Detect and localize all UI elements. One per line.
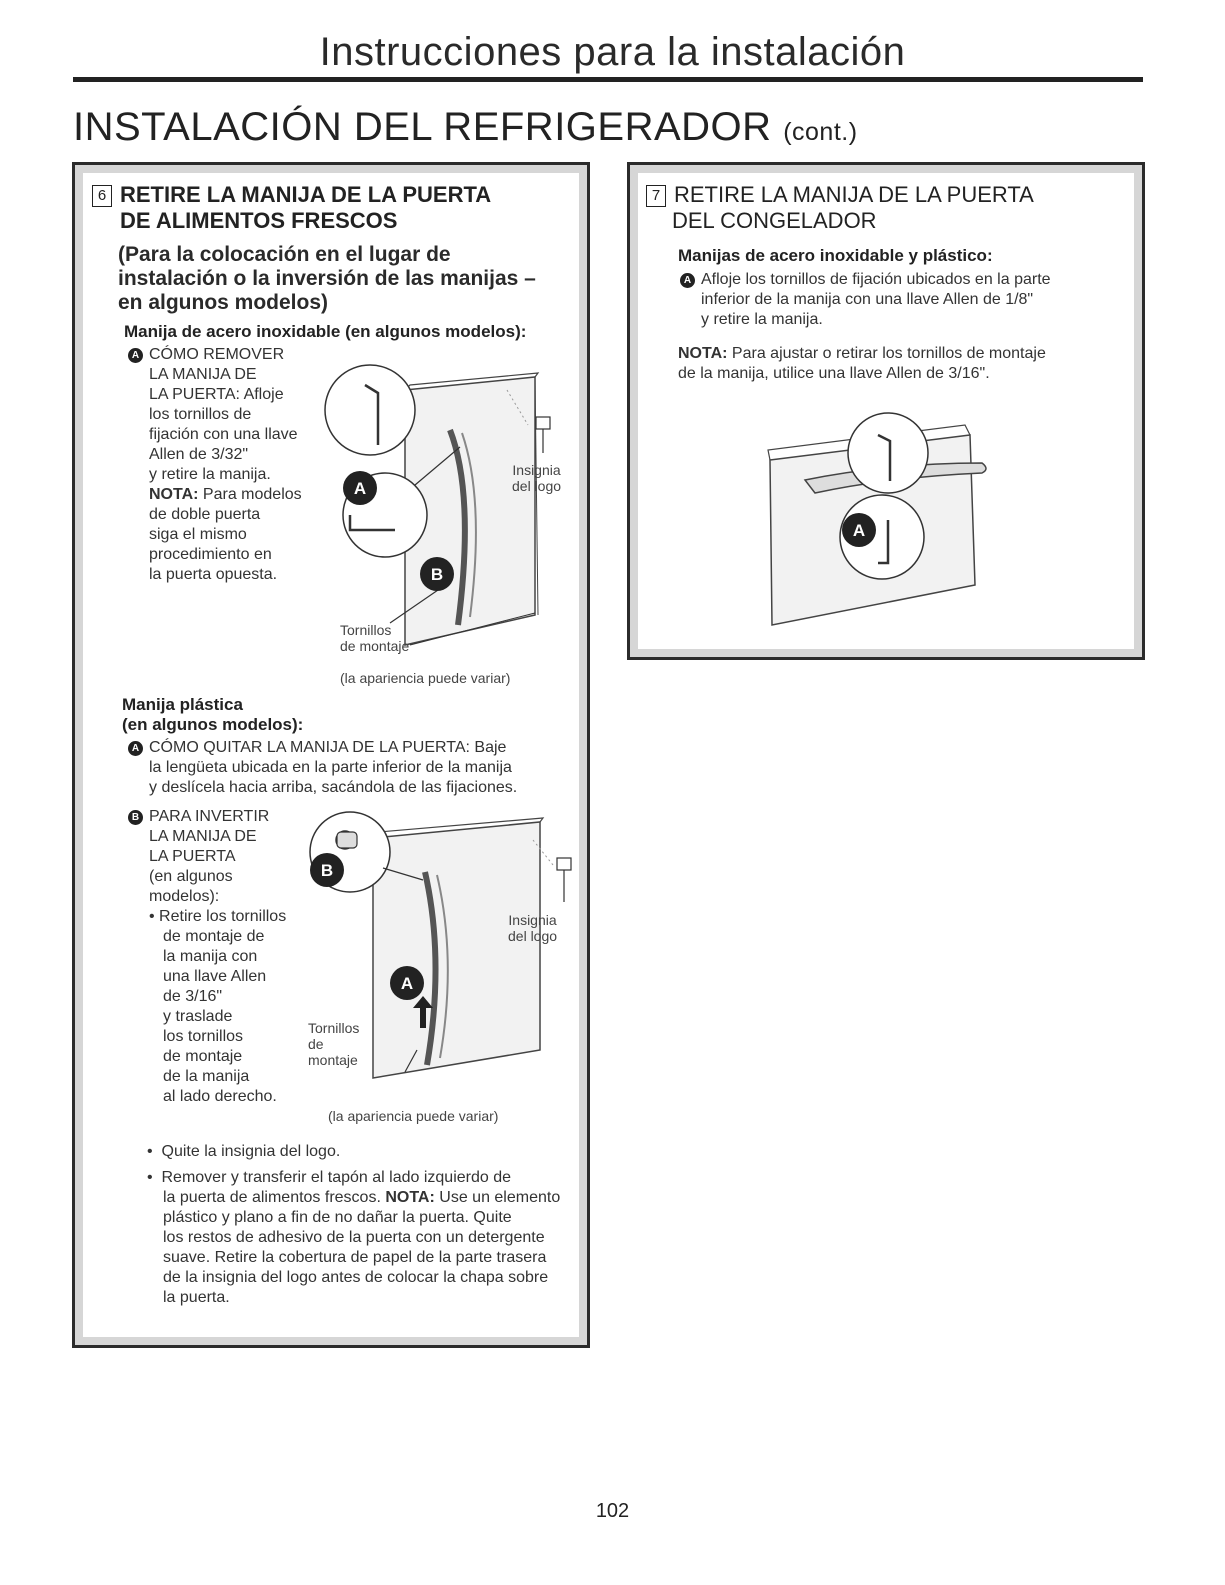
step7-number: 7 [646,185,666,207]
step6-title-line1: RETIRE LA MANIJA DE LA PUERTA [120,182,492,207]
steel-line-4: fijación con una llave [149,426,298,443]
steel-nota-line-1: siga el mismo [149,526,247,543]
callout-b-icon [420,557,454,591]
callout-a-icon [343,471,377,505]
plastic-bullet3: • Remover y transferir el tapón al lado … [147,1169,561,1306]
steel-handle-heading: Manija de acero inoxidable (en algunos m… [124,322,527,341]
marker-a-icon: A [128,741,143,756]
callout-a-icon [390,966,424,1000]
plastic-handle-illustration: B A [309,811,572,1079]
plastic-bullet2: • Quite la insignia del logo. [147,1143,341,1160]
step7-nota: NOTA: Para ajustar o retirar los tornill… [678,345,1046,382]
steel-line-6: y retire la manija. [149,466,271,483]
steel-line-1: LA MANIJA DE [149,366,257,383]
steel-handle-illustration: A B [324,364,551,646]
section-title: INSTALACIÓN DEL REFRIGERADOR (cont.) [73,105,858,150]
step6-panel [72,162,590,1348]
steel-caption: (la apariencia puede variar) [340,670,511,686]
step6-subtitle-line2: instalación o la inversión de las manija… [118,267,536,290]
callout-b-label: B [431,565,443,584]
plastic-caption: (la apariencia puede variar) [328,1108,499,1124]
callout-a-icon [842,513,876,547]
marker-b-icon: B [128,810,143,825]
steel-line-3: los tornillos de [149,406,252,423]
page-number: 102 [595,1500,630,1522]
steel-line-2: LA PUERTA: Afloje [149,386,284,403]
step7-heading: Manijas de acero inoxidable y plástico: [678,246,993,265]
steel-nota: NOTA: Para modelos [149,486,302,503]
callout-b-label: B [321,861,333,880]
marker-a-icon: A [680,273,695,288]
steel-nota-line-2: procedimiento en [149,546,272,563]
step6-subtitle-line3: en algunos modelos) [118,291,329,314]
callout-a-label: A [401,974,413,993]
steel-nota-line-3: la puerta opuesta. [149,566,278,583]
section-title-cont: (cont.) [783,118,858,146]
freezer-handle-illustration: A [767,412,987,626]
callout-a-label: A [354,479,366,498]
step6-title-line2: DE ALIMENTOS FRESCOS [120,208,398,233]
marker-a-icon: A [128,348,143,363]
steel-nota-line-0: de doble puerta [149,506,261,523]
callout-a-label: A [853,521,865,540]
step6-number: 6 [92,185,112,207]
step7-title-line2: DEL CONGELADOR [672,208,877,233]
step7-title: 7 RETIRE LA MANIJA DE LA PUERTA [646,183,1034,207]
step7-title-line1: RETIRE LA MANIJA DE LA PUERTA [674,182,1034,207]
callout-b-icon [310,853,344,887]
steel-line-5: Allen de 3/32" [149,446,249,463]
plastic-handle-heading: Manija plástica (en algunos modelos): [122,695,304,734]
section-title-text: INSTALACIÓN DEL REFRIGERADOR [73,105,772,149]
step6-title: 6 RETIRE LA MANIJA DE LA PUERTA [92,183,491,207]
page-header-title: Instrucciones para la instalación [319,30,906,74]
header-rule [73,77,1143,82]
plastic-bullet1-first: • Retire los tornillos [149,908,287,925]
plastic-label-screws: Tornillos de montaje [308,1020,360,1068]
step6-subtitle-line1: (Para la colocación en el lugar de [118,243,451,266]
